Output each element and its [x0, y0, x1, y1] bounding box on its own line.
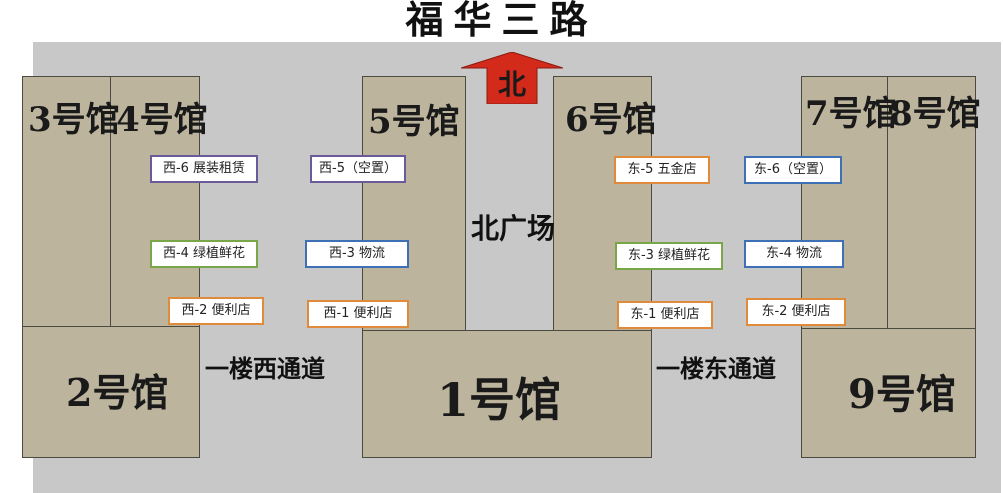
- shop-east-3[interactable]: 东-3 绿植鲜花: [615, 242, 723, 270]
- hall-2[interactable]: [22, 326, 200, 458]
- hall-9-label: 9号馆: [848, 371, 956, 418]
- shop-east-4[interactable]: 东-4 物流: [744, 240, 844, 268]
- hall-9[interactable]: [801, 328, 976, 458]
- west-corridor-label: 一楼西通道: [205, 354, 325, 383]
- east-corridor-label: 一楼东通道: [656, 354, 776, 383]
- shop-west-3[interactable]: 西-3 物流: [305, 240, 409, 268]
- shop-east-6[interactable]: 东-6（空置）: [744, 156, 842, 184]
- road-title: 福华三路: [405, 0, 598, 42]
- hall-3-label: 3号馆: [28, 100, 120, 140]
- shop-west-2[interactable]: 西-2 便利店: [168, 297, 264, 325]
- hall-8[interactable]: [887, 76, 976, 330]
- hall-4-label: 4号馆: [116, 100, 208, 140]
- hall-7-label: 7号馆: [805, 94, 897, 134]
- shop-west-4[interactable]: 西-4 绿植鲜花: [150, 240, 258, 268]
- shop-east-1[interactable]: 东-1 便利店: [617, 301, 713, 329]
- hall-1-label: 1号馆: [437, 373, 562, 427]
- hall-1[interactable]: [362, 330, 652, 458]
- hall-3[interactable]: [22, 76, 112, 328]
- north-plaza-label: 北广场: [471, 212, 556, 245]
- shop-west-1[interactable]: 西-1 便利店: [307, 300, 409, 328]
- hall-6[interactable]: [553, 76, 652, 332]
- hall-2-label: 2号馆: [66, 370, 169, 415]
- shop-west-6[interactable]: 西-6 展装租赁: [150, 155, 258, 183]
- north-label: 北: [498, 68, 526, 101]
- hall-5[interactable]: [362, 76, 466, 332]
- hall-8-label: 8号馆: [889, 94, 981, 134]
- shop-west-5[interactable]: 西-5（空置）: [310, 155, 406, 183]
- shop-east-2[interactable]: 东-2 便利店: [746, 298, 846, 326]
- north-arrow-icon: 北: [461, 52, 563, 104]
- hall-6-label: 6号馆: [565, 100, 657, 140]
- shop-east-5[interactable]: 东-5 五金店: [614, 156, 710, 184]
- hall-5-label: 5号馆: [368, 102, 460, 142]
